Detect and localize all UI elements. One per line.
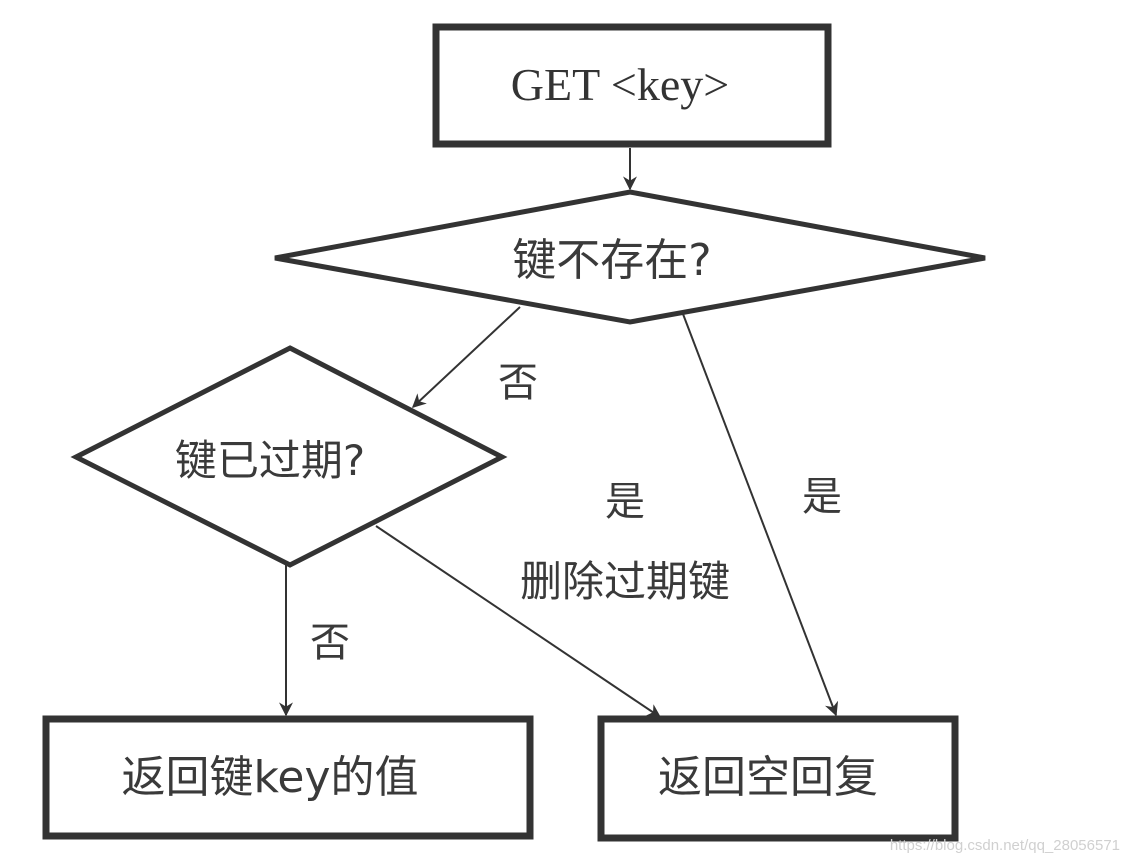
- return-empty-node: 返回空回复: [597, 715, 959, 842]
- return-value-node: 返回键key的值: [42, 715, 534, 840]
- edge-expired-yes: [375, 525, 662, 718]
- edge-missing-yes: [682, 313, 839, 717]
- key-missing-decision: 键不存在?: [274, 189, 986, 325]
- edge-expired-no-label: 否: [310, 620, 350, 666]
- start-node-label: GET <key>: [511, 59, 729, 110]
- edge-expired-yes-label: 是: [605, 479, 645, 525]
- key-missing-label: 键不存在?: [512, 235, 711, 286]
- watermark: https://blog.csdn.net/qq_28056571: [889, 837, 1120, 854]
- edge-missing-no: [411, 306, 521, 408]
- edge-missing-yes-label: 是: [802, 474, 842, 520]
- edge-missing-no-label: 否: [498, 360, 538, 406]
- key-expired-label: 键已过期?: [175, 436, 365, 485]
- start-node: GET <key>: [432, 23, 832, 148]
- return-empty-label: 返回空回复: [658, 752, 878, 803]
- edge-expired-yes-action: 删除过期键: [520, 557, 730, 606]
- return-value-label: 返回键key的值: [121, 752, 418, 803]
- key-expired-decision: 键已过期?: [70, 345, 508, 568]
